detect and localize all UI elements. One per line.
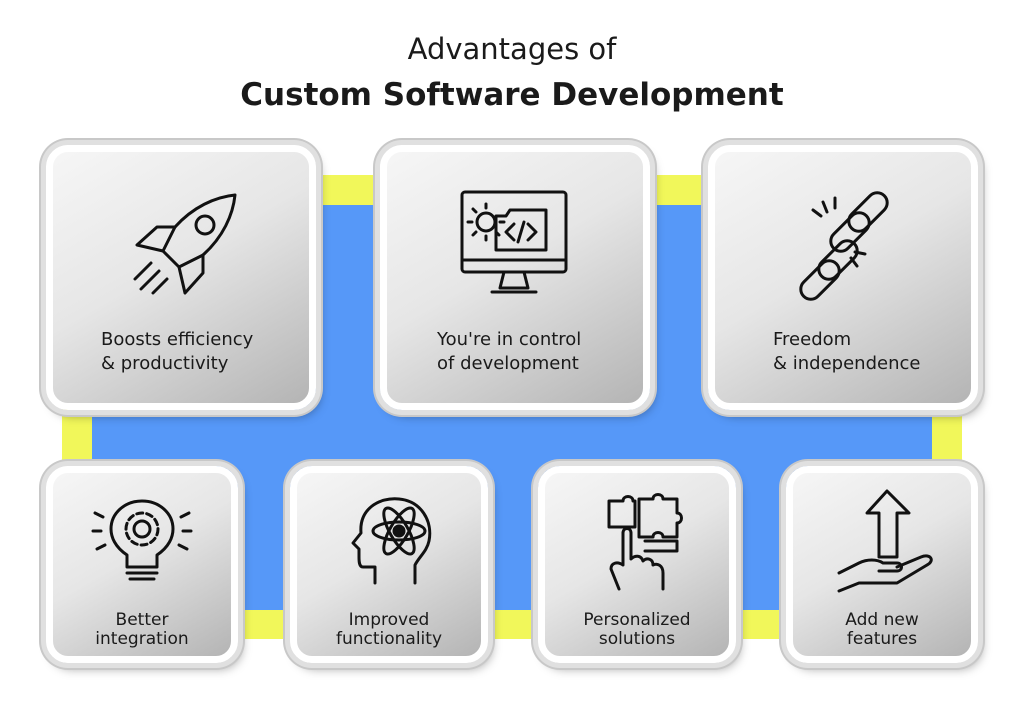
card-label: Better integration: [95, 610, 189, 649]
monitor-code-icon: [460, 190, 570, 304]
card-personalized-solutions: Personalized solutions: [538, 466, 736, 663]
title-line-1: Advantages of: [407, 32, 617, 66]
card-boosts-efficiency: Boosts efficiency & productivity: [46, 145, 316, 410]
card-label: You're in control of development: [437, 329, 582, 374]
card-add-new-features: Add new features: [786, 466, 978, 663]
card-better-integration: Better integration: [46, 466, 238, 663]
card-improved-functionality: Improved functionality: [290, 466, 488, 663]
card-freedom-independence: Freedom & independence: [708, 145, 978, 410]
card-label: Improved functionality: [335, 610, 443, 649]
puzzle-hand-icon: [605, 491, 695, 595]
hand-arrow-up-icon: [837, 489, 937, 595]
card-label: Add new features: [845, 610, 919, 649]
card-label: Boosts efficiency & productivity: [101, 329, 254, 374]
rocket-icon: [123, 187, 243, 311]
card-label: Freedom & independence: [773, 329, 921, 374]
card-control-of-development: You're in control of development: [380, 145, 650, 410]
head-atom-icon: [349, 495, 439, 589]
title-line-2: Custom Software Development: [240, 77, 784, 113]
lightbulb-gear-icon: [91, 495, 193, 589]
card-label: Personalized solutions: [583, 610, 691, 649]
broken-chain-icon: [793, 191, 903, 306]
